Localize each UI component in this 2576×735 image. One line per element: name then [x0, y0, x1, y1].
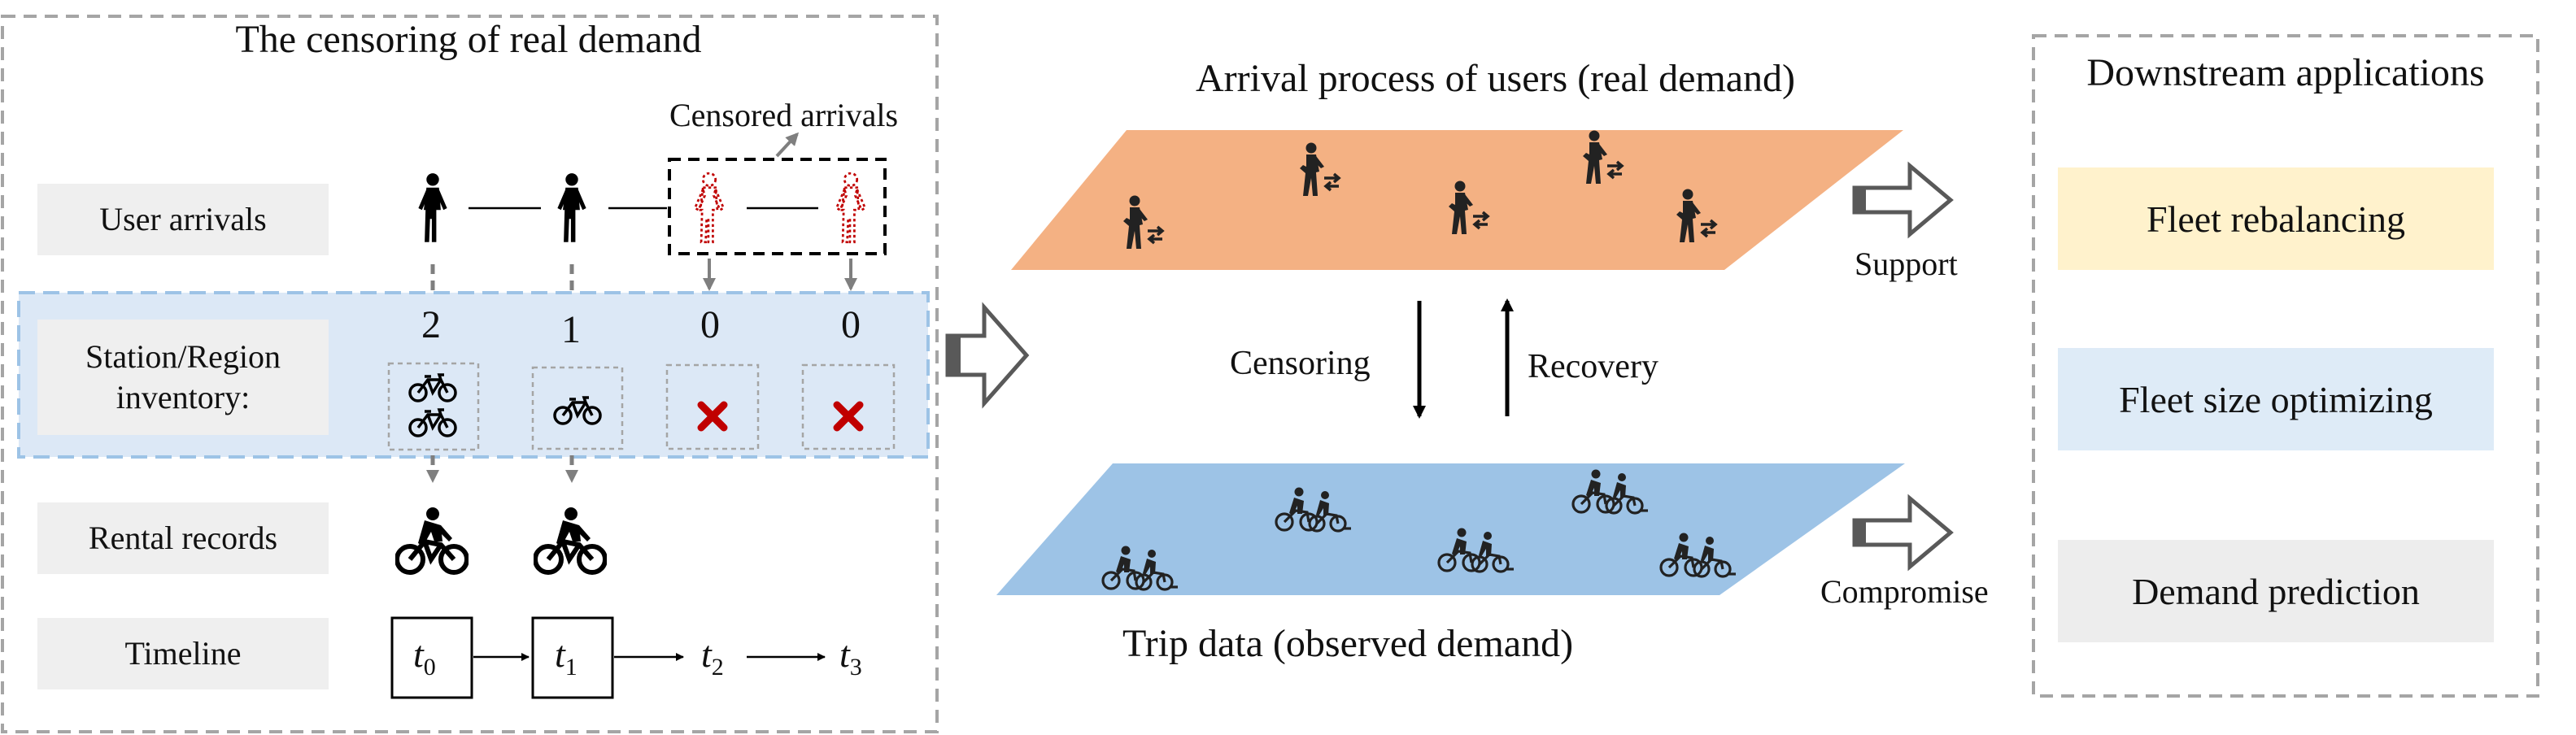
row-label-timeline: Timeline — [37, 618, 329, 689]
inventory-cell-2 — [531, 366, 624, 450]
cyclist-icon — [397, 507, 467, 572]
support-arrow — [1852, 161, 1954, 239]
timeline-label-t2: t2 — [701, 636, 724, 680]
row-label-user-arrivals: User arrivals — [37, 184, 329, 255]
timeline-sub: 2 — [711, 654, 724, 681]
inventory-cell-4 — [801, 363, 896, 450]
left-panel-frame — [1, 15, 939, 733]
timeline-var: t — [839, 633, 850, 675]
row-label-text: User arrivals — [99, 201, 267, 237]
right-panel-frame — [2032, 34, 2539, 698]
row-label-text: Timeline — [124, 635, 242, 672]
cross-icon — [833, 401, 864, 432]
timeline-sub: 1 — [564, 654, 578, 681]
timeline-sub: 3 — [849, 654, 862, 681]
inventory-cell-3 — [665, 363, 760, 450]
app-demand-prediction: Demand prediction — [2058, 540, 2494, 642]
censored-pointer-arrow — [775, 132, 800, 158]
row-label-rental-records: Rental records — [37, 502, 329, 574]
timeline-sub: 0 — [423, 654, 436, 681]
compromise-label: Compromise — [1820, 573, 1989, 610]
censoring-label: Censoring — [1230, 345, 1371, 382]
user-arrival-icon-2 — [557, 173, 586, 242]
timeline-box-t1 — [531, 616, 614, 699]
observed-demand-plane — [996, 463, 1905, 595]
app-label: Demand prediction — [2132, 570, 2420, 612]
cyclist-icon — [535, 507, 605, 572]
app-label: Fleet rebalancing — [2146, 198, 2406, 240]
censored-arrivals-label: Censored arrivals — [669, 97, 899, 133]
inventory-cell-1 — [387, 362, 480, 451]
observed-demand-title: Trip data (observed demand) — [1122, 622, 1574, 665]
timeline-label-t3: t3 — [839, 636, 862, 680]
app-fleet-size-optimizing: Fleet size optimizing — [2058, 348, 2494, 450]
timeline-var: t — [555, 633, 565, 675]
timeline-label-t0: t0 — [413, 636, 436, 680]
timeline-label-t1: t1 — [555, 636, 578, 680]
right-panel-title: Downstream applications — [2086, 51, 2485, 94]
user-arrival-icon-1 — [418, 173, 447, 242]
inventory-label-line2: inventory: — [116, 379, 251, 415]
timeline-box-t0 — [390, 616, 473, 699]
timeline-var: t — [413, 633, 424, 675]
censored-user-icon-2 — [835, 172, 867, 244]
inventory-count: 1 — [561, 308, 581, 351]
row-label-text: Rental records — [88, 520, 278, 556]
inventory-count: 2 — [421, 303, 441, 346]
left-panel-title: The censoring of real demand — [235, 18, 702, 61]
real-demand-title: Arrival process of users (real demand) — [1196, 57, 1796, 100]
inventory-count: 0 — [841, 303, 861, 346]
censored-arrivals-box — [668, 158, 887, 255]
app-label: Fleet size optimizing — [2119, 378, 2433, 420]
row-label-inventory: Station/Region inventory: — [37, 320, 329, 435]
app-fleet-rebalancing: Fleet rebalancing — [2058, 167, 2494, 270]
compromise-arrow — [1852, 494, 1954, 572]
cross-icon — [697, 401, 728, 432]
censored-user-icon-1 — [693, 172, 726, 244]
timeline-var: t — [701, 633, 712, 675]
row-label-text: Station/Region inventory: — [85, 337, 281, 418]
recovery-label: Recovery — [1528, 348, 1658, 385]
support-label: Support — [1855, 246, 1958, 282]
inventory-count: 0 — [700, 303, 720, 346]
inventory-label-line1: Station/Region — [85, 338, 281, 375]
